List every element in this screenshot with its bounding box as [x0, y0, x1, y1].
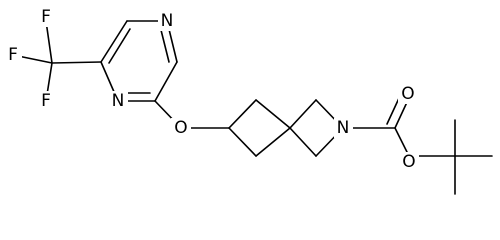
atom-f-top-label: F	[41, 7, 51, 27]
bond-pyr-n4-c3-double	[160, 29, 170, 63]
atom-n-azetidine-label: N	[337, 118, 350, 138]
atom-f-bottom-label: F	[41, 91, 51, 111]
bonds	[17, 20, 493, 195]
atom-o-ester: O	[399, 152, 419, 172]
bond-cf3-f-left	[17, 55, 53, 64]
atom-n-pyrazine-top-label: N	[161, 11, 174, 31]
molecule-diagram: F F F N N O N O	[4, 7, 493, 195]
bond-az-top-left	[289, 99, 317, 129]
atom-o-ester-label: O	[402, 152, 415, 172]
atom-o-ether: O	[171, 118, 191, 138]
bond-carbonyl-o-double	[386, 95, 401, 125]
bond-az-bottom-left	[289, 127, 317, 157]
bond-cf3-ring	[51, 61, 102, 64]
atom-f-left-label: F	[8, 45, 18, 65]
bond-cb-bottom-left	[228, 127, 257, 157]
atom-o-carbonyl: O	[398, 84, 418, 104]
atom-o-ether-label: O	[174, 118, 187, 138]
bond-carbonyl-o-ester	[394, 127, 410, 157]
atom-f-left: F	[4, 45, 22, 65]
atom-f-top: F	[37, 7, 55, 27]
bond-pyr-c6-c5-double	[108, 28, 131, 64]
bond-pyr-c6-c5	[100, 20, 128, 63]
bond-cb-top-left	[228, 99, 257, 129]
atom-n-pyrazine-bottom: N	[109, 91, 128, 111]
bond-cb-top-right	[255, 99, 291, 129]
atom-o-carbonyl-label: O	[401, 84, 414, 104]
bond-cb-bottom-right	[255, 127, 291, 157]
bond-pyr-c3-c2	[154, 61, 178, 102]
bond-carbonyl-o	[394, 99, 409, 129]
atom-n-pyrazine-top: N	[158, 11, 177, 31]
atom-n-pyrazine-bottom-label: N	[112, 91, 125, 111]
bond-cf3-f-top	[45, 20, 53, 64]
atom-n-azetidine: N	[334, 118, 353, 138]
atom-labels: F F F N N O N O	[4, 7, 419, 172]
atom-f-bottom: F	[37, 91, 55, 111]
